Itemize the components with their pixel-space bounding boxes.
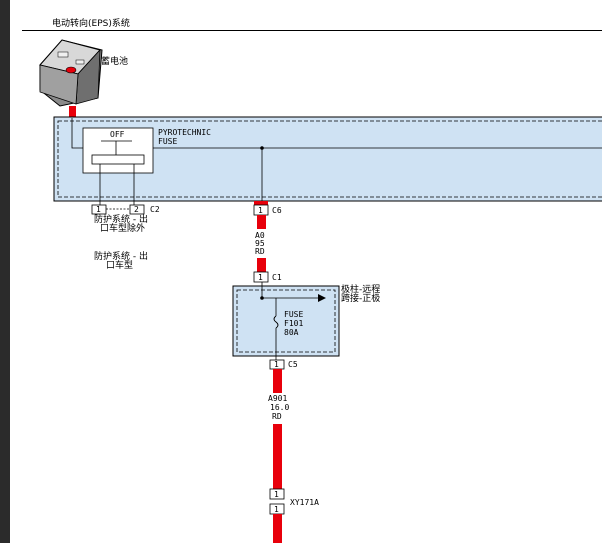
connector-xy171a-pin-top: 1	[274, 490, 279, 499]
splice-dot	[260, 146, 264, 150]
battery-lead-wire	[69, 106, 76, 118]
wire-w2-gauge: 16.0	[270, 403, 289, 412]
pyro-fuse-box	[82, 127, 154, 174]
fuse-id: F101	[284, 319, 303, 328]
fuse-symbol-icon	[273, 315, 279, 329]
connector-c2-name: C2	[150, 205, 160, 214]
fuse-box-dest-line2: 跨接-正极	[341, 292, 380, 304]
wire-w1-gauge: 95	[255, 239, 265, 248]
fuse-box-dashed-border	[236, 289, 336, 353]
wire-w3	[273, 514, 282, 543]
c6-wire-stub	[254, 201, 268, 205]
page-title: 电动转向(EPS)系统	[52, 19, 130, 29]
wire-w2-circuit: A901	[268, 394, 287, 403]
connector-c6-pin: 1	[258, 206, 263, 215]
connector-c1-name: C1	[272, 273, 282, 282]
connector-xy171a-top[interactable]	[269, 488, 285, 500]
connector-c1[interactable]	[253, 271, 269, 283]
note2-line2: 口车型	[106, 259, 133, 271]
pyro-fuse-state: OFF	[110, 130, 125, 139]
connector-c2-pin1[interactable]	[91, 204, 107, 215]
arrow-right-icon	[318, 294, 326, 302]
wire-w1-color: RD	[255, 247, 265, 256]
note2-line1: 防护系统 - 出	[94, 250, 148, 262]
connector-c2-pin2[interactable]	[129, 204, 145, 215]
note1-line1: 防护系统 - 出	[94, 213, 148, 225]
battery-label: 蓄电池	[101, 55, 128, 67]
wire-w1-upper	[257, 215, 266, 229]
title-rule	[22, 30, 602, 31]
connector-c2-pin1-label: 1	[96, 205, 101, 214]
connector-c5-pin: 1	[274, 360, 279, 369]
pyro-fuse-module-dashed-border	[57, 120, 602, 198]
wire-w2-lower	[273, 424, 282, 489]
wire-w2-color: RD	[272, 412, 282, 421]
wire-w2-upper	[273, 369, 282, 393]
fuse-box-dest-line1: 极柱-远程	[341, 283, 380, 295]
left-edge-bar	[0, 0, 10, 543]
wire-w1-circuit: A0	[255, 231, 265, 240]
connector-c6-name: C6	[272, 206, 282, 215]
connector-xy171a-pin-bottom: 1	[274, 505, 279, 514]
fuse-box-splice-dot	[260, 296, 264, 300]
internal-bus-wire	[71, 118, 602, 149]
battery-icon[interactable]	[39, 39, 103, 107]
wire-w1-lower	[257, 258, 266, 272]
fuse-rating: 80A	[284, 328, 299, 337]
fuse-label: FUSE	[284, 310, 303, 319]
pyro-fuse-name-line1: PYROTECHNIC	[158, 128, 211, 137]
connector-xy171a-name: XY171A	[290, 498, 319, 507]
connector-c2-pin2-label: 2	[134, 205, 139, 214]
connector-c1-pin: 1	[258, 273, 263, 282]
pyro-fuse-name-line2: FUSE	[158, 137, 177, 146]
note1-line2: 口车型除外	[100, 222, 145, 234]
connector-c5-name: C5	[288, 360, 298, 369]
pyro-fuse-element	[91, 154, 145, 165]
